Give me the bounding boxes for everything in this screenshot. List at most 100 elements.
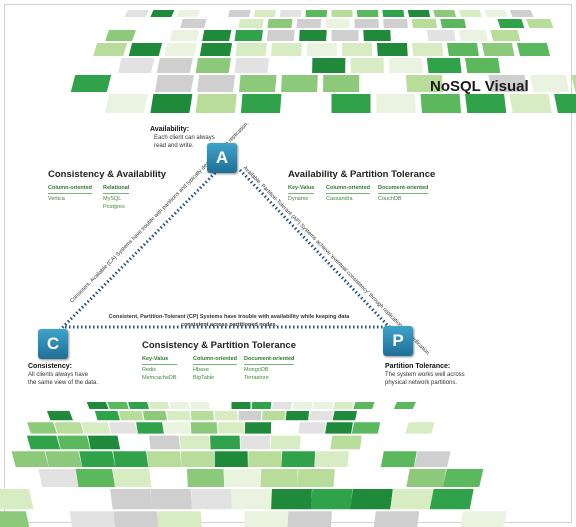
- cp-column-1-item: MemcacheDB: [142, 375, 177, 381]
- decorative-tile: [202, 30, 232, 41]
- decorative-tile: [314, 451, 350, 467]
- decorative-tile: [186, 469, 225, 487]
- decorative-tile: [405, 75, 444, 92]
- decorative-tile: [180, 19, 207, 28]
- decorative-tile: [199, 43, 233, 56]
- decorative-tile: [373, 511, 420, 527]
- decorative-tile: [214, 451, 248, 467]
- decorative-tile: [118, 58, 155, 73]
- availability-heading: Availability:: [150, 126, 190, 133]
- cp-column-1-header: Key-Value: [142, 355, 177, 365]
- decorative-tile: [156, 58, 193, 73]
- decorative-tile: [27, 422, 57, 434]
- decorative-tile: [325, 19, 350, 28]
- decorative-tile: [383, 19, 408, 28]
- decorative-tile: [332, 411, 358, 421]
- decorative-tile: [388, 58, 423, 73]
- decorative-tile: [426, 30, 456, 41]
- decorative-tile: [287, 511, 332, 527]
- cp-column-2-item: Hbase: [193, 366, 209, 373]
- decorative-tile: [465, 94, 507, 113]
- decorative-tile: [332, 402, 354, 409]
- decorative-tile: [46, 411, 73, 421]
- partition-description: Partition Tolerance: The system works we…: [385, 363, 465, 387]
- decorative-tile: [350, 489, 393, 510]
- consistency-heading: Consistency:: [28, 363, 72, 370]
- decorative-tile: [93, 43, 128, 56]
- decorative-tile: [54, 422, 84, 434]
- decorative-tile: [262, 411, 286, 421]
- decorative-tile: [113, 451, 149, 467]
- decorative-tile: [239, 75, 277, 92]
- ap-column-2-item: Cassandra: [326, 195, 353, 202]
- availability-text-2: read and write.: [154, 143, 194, 149]
- ap-column-2-header: Column-oriented: [326, 184, 370, 194]
- decorative-tile: [309, 411, 334, 421]
- decorative-tile: [281, 75, 318, 92]
- decorative-tile: [45, 451, 82, 467]
- decorative-tile: [490, 30, 521, 41]
- decorative-tile: [164, 43, 198, 56]
- decorative-tile: [105, 30, 136, 41]
- decorative-tile: [0, 511, 30, 527]
- decorative-tile: [108, 422, 138, 434]
- decorative-tile: [312, 402, 334, 409]
- page-title: NoSQL Visual: [430, 78, 529, 95]
- decorative-tile: [234, 58, 270, 73]
- decorative-tile: [253, 10, 277, 17]
- decorative-tile: [118, 411, 144, 421]
- decorative-tile: [190, 422, 218, 434]
- decorative-tile: [353, 402, 375, 409]
- decorative-tile: [571, 75, 576, 92]
- decorative-tile: [380, 451, 417, 467]
- decorative-tile: [292, 402, 313, 409]
- edge-ca: [58, 168, 220, 332]
- decorative-tile: [70, 75, 112, 92]
- decorative-tile: [163, 422, 191, 434]
- node-p: P: [383, 326, 413, 356]
- decorative-tile: [231, 489, 272, 510]
- decorative-tile: [128, 43, 163, 56]
- decorative-tile: [217, 422, 245, 434]
- decorative-tile: [112, 469, 152, 487]
- decorative-tile: [516, 43, 551, 56]
- decorative-tile: [244, 422, 272, 434]
- decorative-tile: [465, 58, 501, 73]
- decorative-tile: [356, 10, 379, 17]
- decorative-tile: [240, 435, 271, 450]
- decorative-tile: [150, 489, 193, 510]
- ca-column-2-item: Postgres: [103, 204, 125, 210]
- decorative-tile: [190, 411, 215, 421]
- partition-text-2: physical network partitions.: [385, 380, 458, 386]
- decorative-tile: [154, 75, 194, 92]
- decorative-tile: [446, 43, 479, 56]
- decorative-tile: [267, 19, 293, 28]
- decorative-tile: [251, 402, 272, 409]
- decorative-tile: [180, 451, 215, 467]
- decorative-tile: [231, 402, 251, 409]
- decorative-tile: [38, 469, 79, 487]
- decorative-tile: [235, 43, 268, 56]
- decorative-tile: [113, 511, 159, 527]
- decorative-tile: [458, 10, 482, 17]
- decorative-tile: [238, 411, 262, 421]
- availability-description: Availability: Each client can always rea…: [150, 126, 215, 150]
- decorative-tile: [411, 43, 444, 56]
- edge-cp-label-line2: consistent across partitioned nodes.: [181, 322, 277, 328]
- partition-text-1: The system works well across: [385, 372, 465, 378]
- decorative-tile: [195, 58, 231, 73]
- decorative-tile: [86, 402, 109, 409]
- decorative-tile: [331, 94, 371, 113]
- decorative-tile: [554, 94, 576, 113]
- decorative-tile: [426, 58, 462, 73]
- ca-column-2-header: Relational: [103, 184, 130, 194]
- decorative-tile: [75, 469, 116, 487]
- decorative-tile: [0, 489, 34, 510]
- cp-column-3: Document-oriented MongoDB Terrastore: [244, 355, 295, 383]
- ca-column-1-header: Column-oriented: [48, 184, 92, 194]
- decorative-tile: [351, 422, 381, 434]
- decorative-tile: [363, 30, 391, 41]
- decorative-tile: [350, 58, 384, 73]
- decorative-tile: [240, 94, 282, 113]
